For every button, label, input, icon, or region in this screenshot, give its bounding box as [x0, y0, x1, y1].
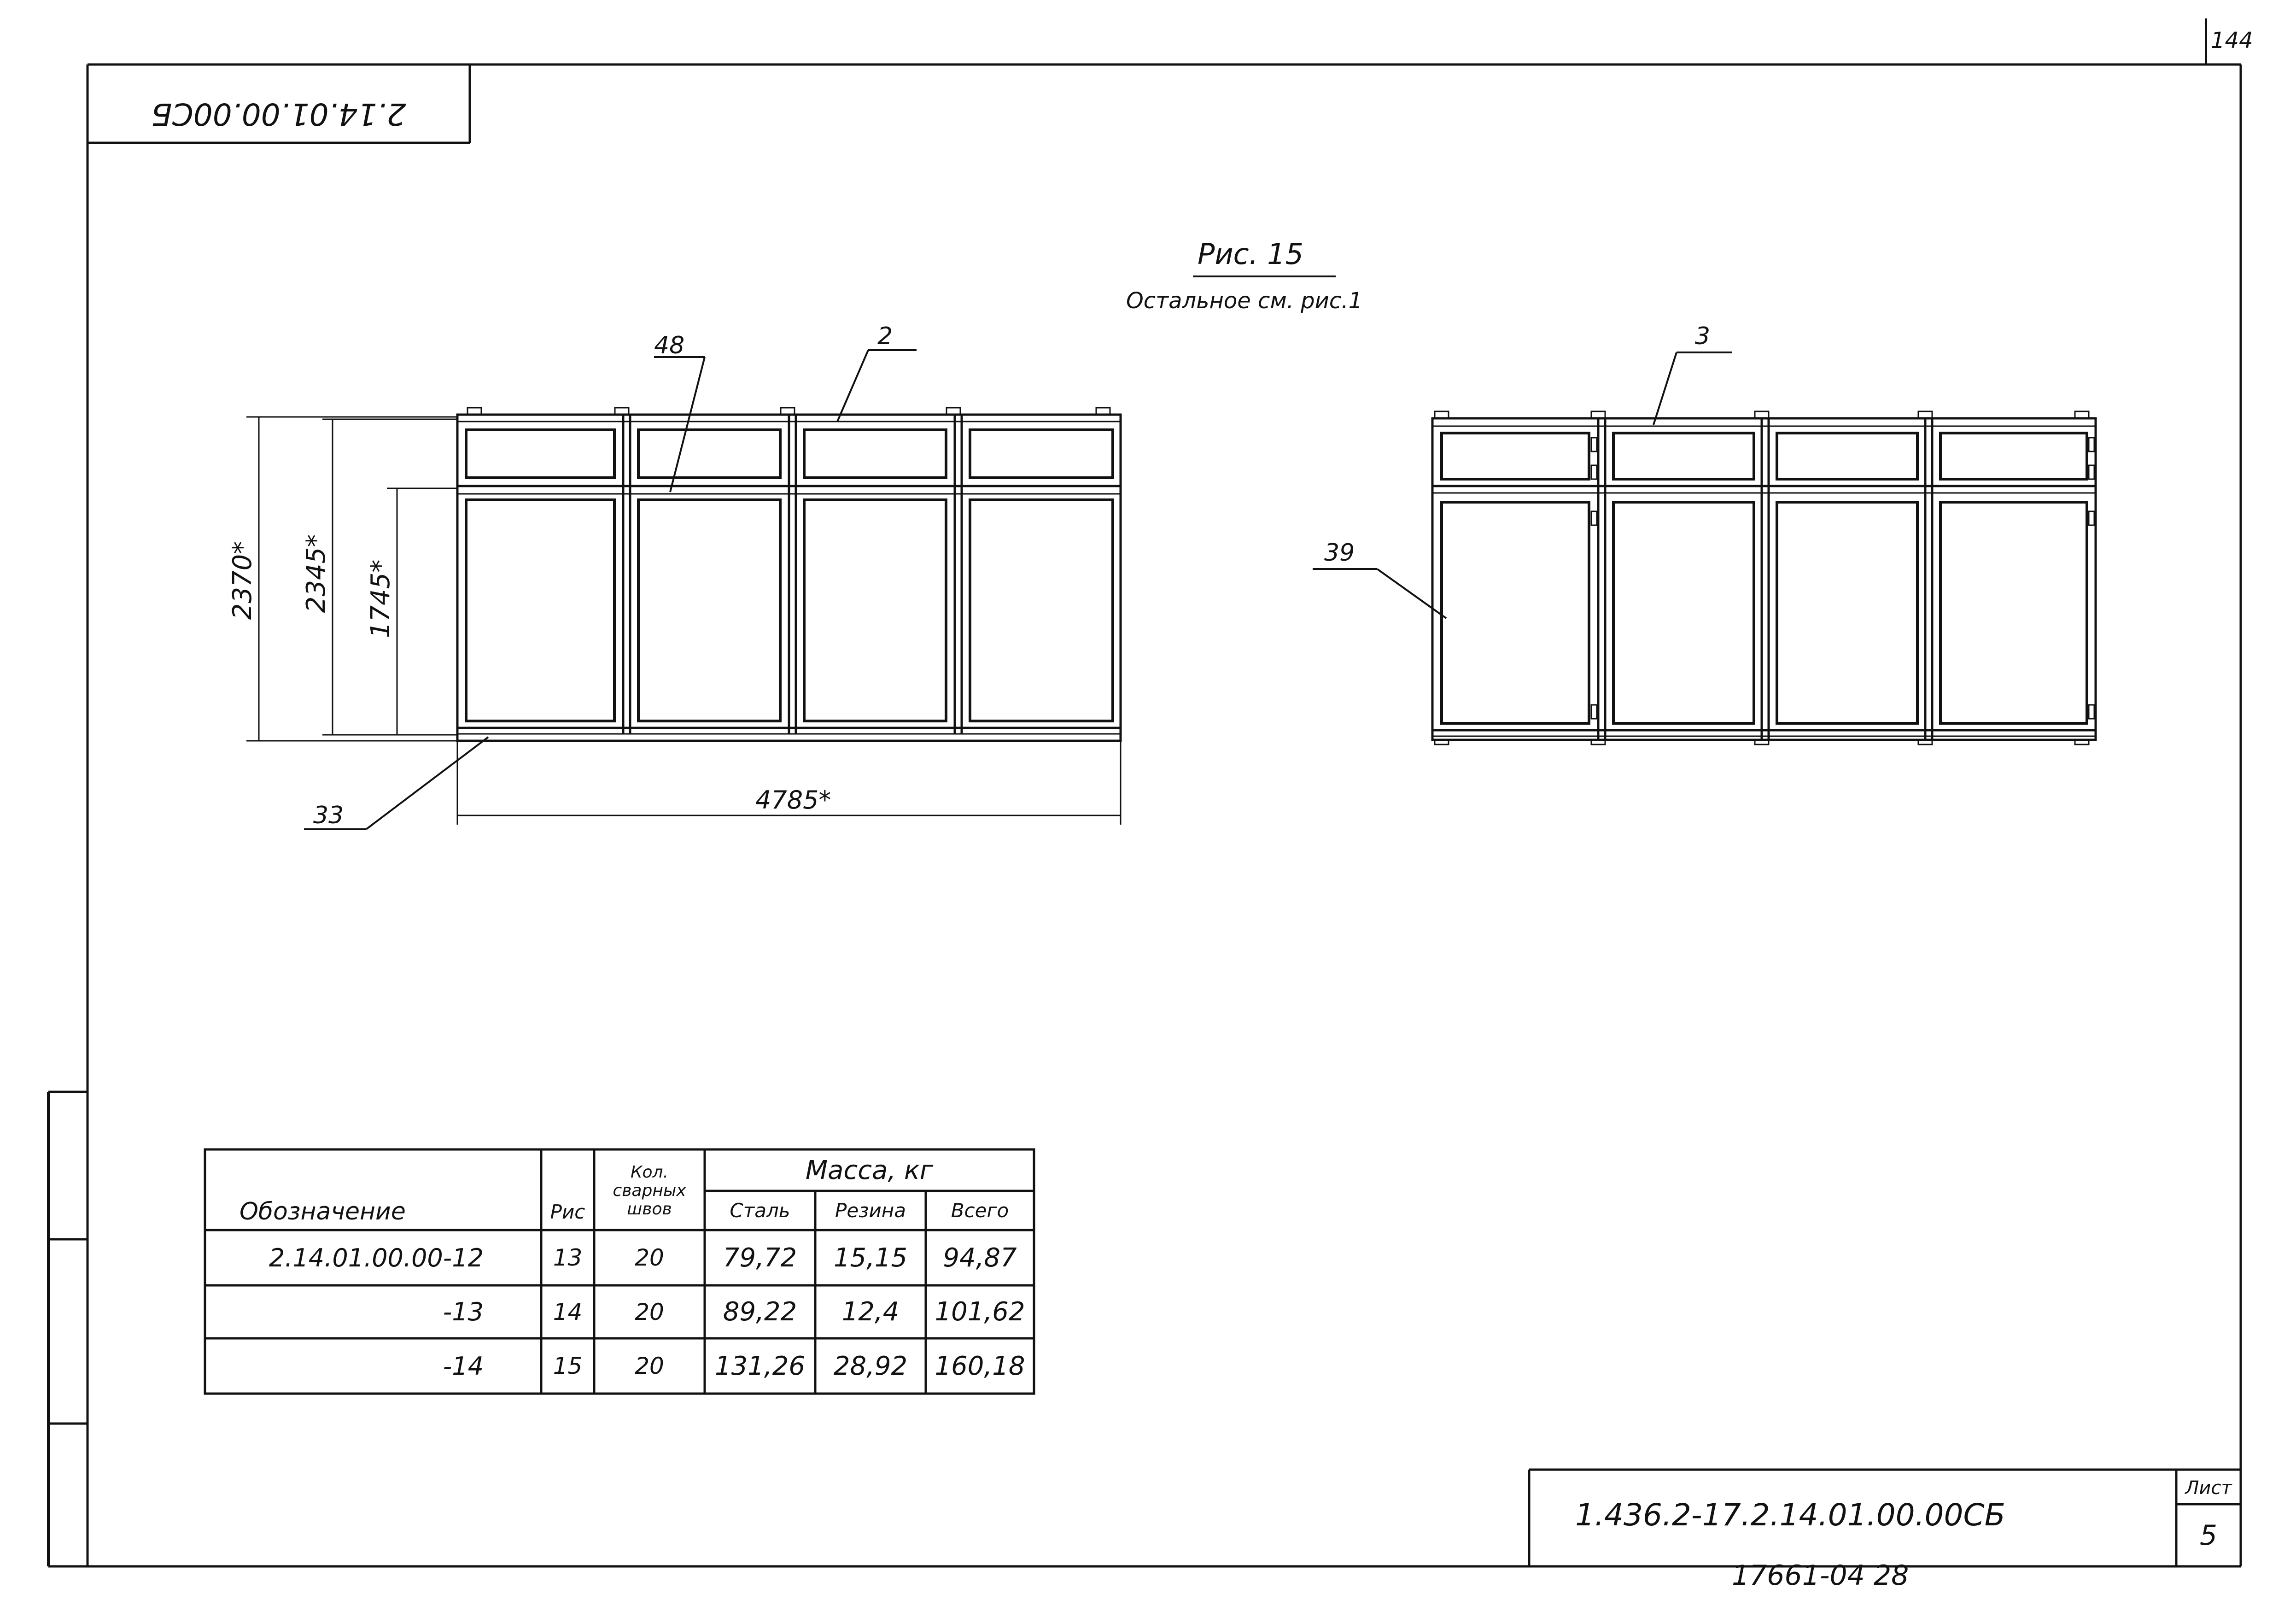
table-row-2-designation: -13	[443, 1297, 484, 1326]
table-row-2-steel: 89,22	[723, 1297, 797, 1327]
title-block-sheet-number: 5	[2199, 1519, 2218, 1552]
table-row-3-designation: -14	[443, 1351, 484, 1381]
table-header-designation: Обозначение	[240, 1198, 406, 1225]
table-header-welds: Кол. сварных швов	[594, 1152, 705, 1230]
table-row-2-welds: 20	[635, 1298, 664, 1325]
figure-caption: Рис. 15	[1198, 237, 1304, 271]
table-row-3-welds: 20	[635, 1353, 664, 1379]
welds-line-1: Кол.	[630, 1163, 669, 1182]
table-row-1-fig: 13	[553, 1244, 583, 1271]
dimension-1745: 1745*	[366, 560, 396, 639]
table-row-3-fig: 15	[553, 1353, 583, 1379]
table-row-1-welds: 20	[635, 1244, 664, 1271]
table-row-2-fig: 14	[553, 1298, 583, 1325]
table-row-1-rubber: 15,15	[833, 1242, 908, 1273]
dimension-4785: 4785*	[755, 785, 831, 815]
table-row-3-rubber: 28,92	[833, 1351, 908, 1381]
table-row-1-total: 94,87	[943, 1242, 1017, 1273]
table-row-2-total: 101,62	[935, 1297, 1025, 1327]
table-row-3-total: 160,18	[935, 1351, 1025, 1381]
figure-subcaption: Остальное см. рис.1	[1126, 288, 1363, 314]
callout-2: 2	[877, 322, 893, 350]
mass-table-grid	[204, 1148, 1035, 1395]
callout-33: 33	[313, 802, 344, 829]
rotated-stamp: 2.14.01.00.00СБ	[151, 96, 406, 132]
table-header-mass: Масса, кг	[805, 1155, 934, 1185]
callout-48: 48	[654, 332, 685, 359]
table-header-fig: Рис	[550, 1200, 585, 1223]
table-row-1-designation: 2.14.01.00.00-12	[269, 1243, 484, 1272]
dimension-2370: 2370*	[228, 541, 257, 620]
table-row-3-steel: 131,26	[715, 1351, 805, 1381]
welds-line-3: швов	[627, 1200, 672, 1219]
sheet-frame	[47, 18, 2242, 1568]
footer-code: 17661-04 28	[1732, 1559, 1909, 1592]
welds-line-2: сварных	[613, 1181, 686, 1200]
dimension-2345: 2345*	[301, 534, 331, 613]
title-block-grid	[1528, 1468, 2241, 1566]
table-header-total: Всего	[951, 1199, 1009, 1222]
rotated-stamp-code: 2.14.01.00.00СБ	[151, 96, 406, 132]
page-number: 144	[2211, 28, 2253, 53]
dimension-lines	[246, 416, 1122, 825]
title-block-sheet-label: Лист	[2185, 1477, 2232, 1499]
table-header-steel: Сталь	[730, 1199, 790, 1222]
callout-3: 3	[1695, 322, 1711, 350]
right-assembly-view	[1431, 410, 2097, 745]
leader-lines	[304, 349, 1732, 830]
table-row-1-steel: 79,72	[723, 1242, 797, 1273]
callout-39: 39	[1324, 539, 1355, 567]
table-header-rubber: Резина	[835, 1199, 906, 1222]
left-assembly-view	[456, 407, 1122, 742]
title-block-code: 1.436.2-17.2.14.01.00.00СБ	[1575, 1497, 2005, 1533]
table-row-2-rubber: 12,4	[841, 1297, 900, 1327]
stamp-box	[88, 64, 471, 144]
